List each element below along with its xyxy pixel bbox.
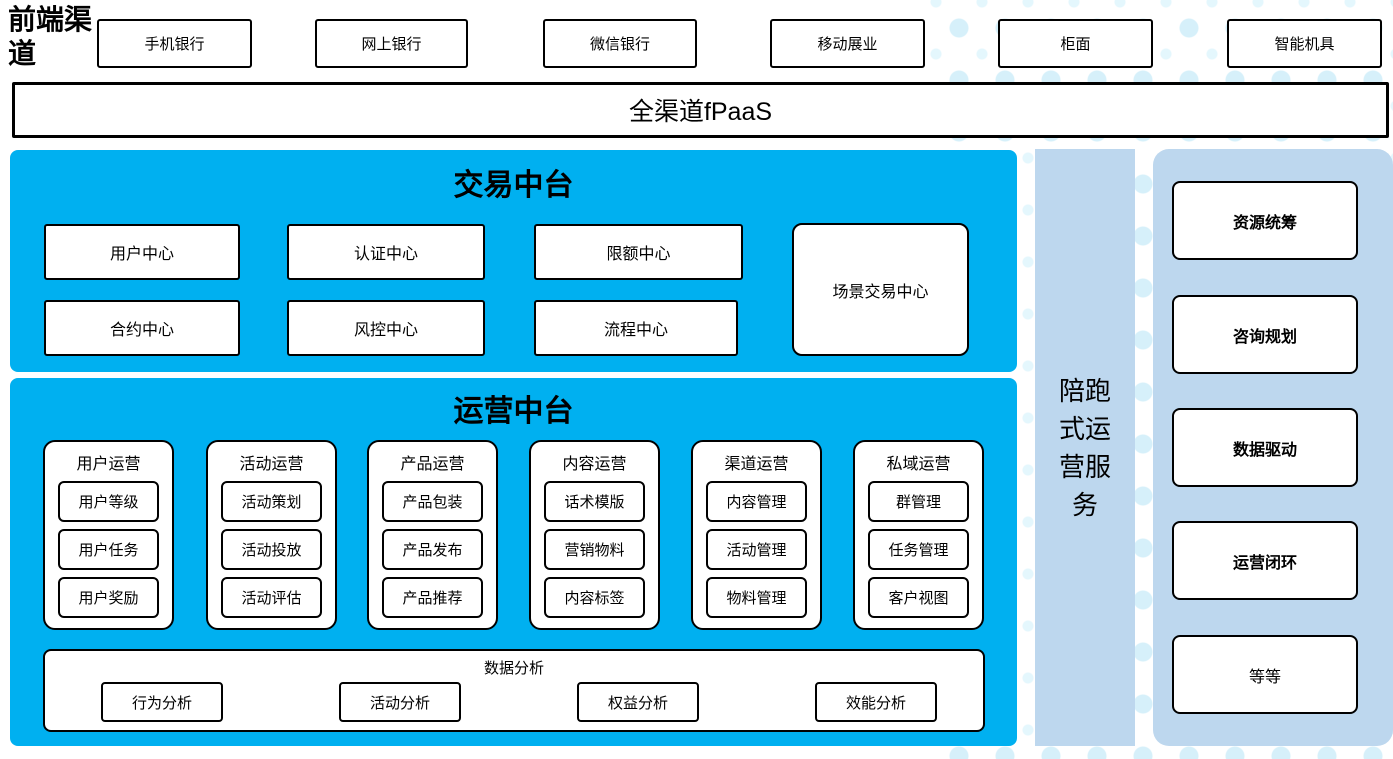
ops-item-box: 群管理 [868, 481, 969, 522]
trade-center-box: 流程中心 [534, 300, 738, 356]
side-strip-accompany-service: 陪跑式运营服务 [1035, 149, 1135, 746]
service-box-ops-loop: 运营闭环 [1172, 521, 1358, 600]
trade-center-box: 用户中心 [44, 224, 240, 280]
ops-column-product: 产品运营 产品包装 产品发布 产品推荐 [367, 440, 498, 630]
trade-platform-panel: 交易中台 用户中心 认证中心 限额中心 合约中心 风控中心 流程中心 场景交易中… [10, 150, 1017, 372]
trade-center-box: 认证中心 [287, 224, 485, 280]
analysis-box: 效能分析 [815, 682, 937, 722]
ops-column-title: 私域运营 [886, 456, 951, 473]
ops-item-box: 产品发布 [382, 529, 483, 570]
service-box-resource-planning: 资源统筹 [1172, 181, 1358, 260]
side-strip-label: 陪跑式运营服务 [1058, 375, 1111, 520]
analysis-box: 活动分析 [339, 682, 461, 722]
ops-item-box: 内容标签 [544, 577, 645, 618]
trade-platform-title: 交易中台 [453, 169, 574, 202]
ops-item-box: 用户任务 [58, 529, 159, 570]
ops-item-box: 营销物料 [544, 529, 645, 570]
ops-platform-title: 运营中台 [453, 395, 574, 428]
data-analysis-strip: 数据分析 行为分析 活动分析 权益分析 效能分析 [43, 649, 985, 732]
front-channels-label: 前端渠道 [8, 5, 93, 70]
fpaas-bar: 全渠道fPaaS [12, 82, 1389, 138]
channel-box-smart-machines: 智能机具 [1227, 19, 1382, 68]
ops-item-box: 产品推荐 [382, 577, 483, 618]
ops-column-user: 用户运营 用户等级 用户任务 用户奖励 [43, 440, 174, 630]
channel-box-online-banking: 网上银行 [315, 19, 468, 68]
scene-trade-center-box: 场景交易中心 [792, 223, 969, 356]
channel-box-counter: 柜面 [998, 19, 1153, 68]
ops-item-box: 内容管理 [706, 481, 807, 522]
ops-column-private-domain: 私域运营 群管理 任务管理 客户视图 [853, 440, 984, 630]
channel-box-mobile-marketing: 移动展业 [770, 19, 925, 68]
ops-item-box: 用户奖励 [58, 577, 159, 618]
trade-center-box: 限额中心 [534, 224, 743, 280]
service-box-etc: 等等 [1172, 635, 1358, 714]
ops-column-title: 内容运营 [562, 456, 627, 473]
ops-item-box: 活动评估 [221, 577, 322, 618]
ops-column-channel: 渠道运营 内容管理 活动管理 物料管理 [691, 440, 822, 630]
ops-item-box: 客户视图 [868, 577, 969, 618]
ops-platform-panel: 运营中台 用户运营 用户等级 用户任务 用户奖励 活动运营 活动策划 活动投放 … [10, 378, 1017, 746]
trade-center-box: 合约中心 [44, 300, 240, 356]
data-analysis-title: 数据分析 [483, 660, 544, 677]
ops-column-activity: 活动运营 活动策划 活动投放 活动评估 [206, 440, 337, 630]
ops-item-box: 物料管理 [706, 577, 807, 618]
channel-box-mobile-banking: 手机银行 [97, 19, 252, 68]
ops-item-box: 产品包装 [382, 481, 483, 522]
ops-item-box: 用户等级 [58, 481, 159, 522]
analysis-box: 权益分析 [577, 682, 699, 722]
ops-item-box: 任务管理 [868, 529, 969, 570]
data-analysis-items: 行为分析 活动分析 权益分析 效能分析 [101, 682, 937, 722]
ops-column-content: 内容运营 话术模版 营销物料 内容标签 [529, 440, 660, 630]
service-box-consulting: 咨询规划 [1172, 295, 1358, 374]
ops-column-title: 渠道运营 [724, 456, 789, 473]
ops-column-title: 活动运营 [239, 456, 304, 473]
ops-item-box: 活动管理 [706, 529, 807, 570]
trade-center-box: 风控中心 [287, 300, 485, 356]
ops-column-title: 产品运营 [400, 456, 465, 473]
channel-box-wechat-banking: 微信银行 [543, 19, 697, 68]
analysis-box: 行为分析 [101, 682, 223, 722]
ops-item-box: 活动投放 [221, 529, 322, 570]
ops-item-box: 活动策划 [221, 481, 322, 522]
service-box-data-driven: 数据驱动 [1172, 408, 1358, 487]
ops-column-title: 用户运营 [76, 456, 141, 473]
ops-item-box: 话术模版 [544, 481, 645, 522]
service-panel: 资源统筹 咨询规划 数据驱动 运营闭环 等等 [1153, 149, 1393, 746]
